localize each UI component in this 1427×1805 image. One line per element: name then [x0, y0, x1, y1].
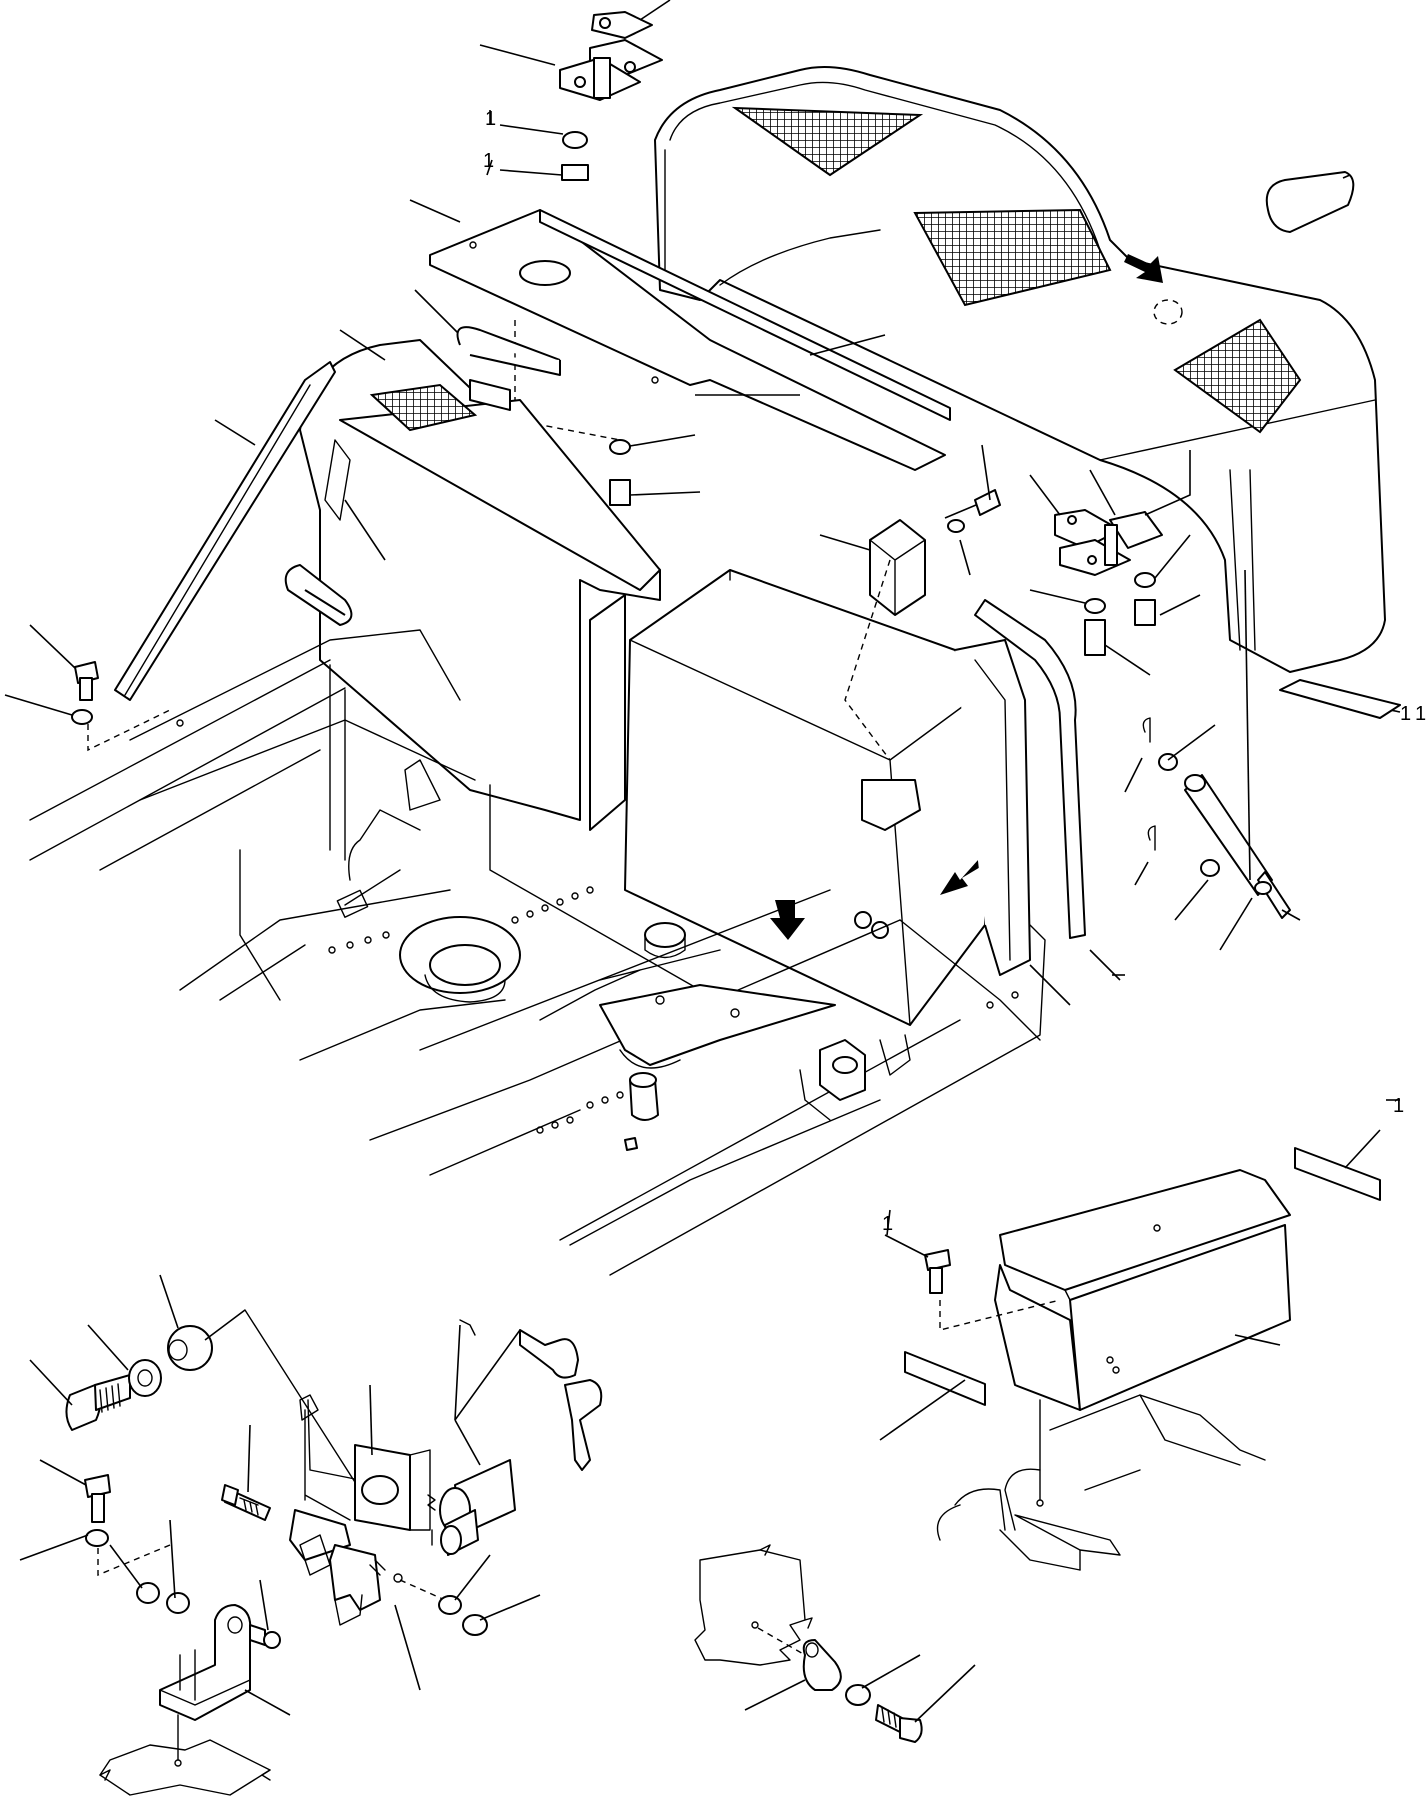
tool-box: [879, 1099, 1400, 1507]
rubber-strip-top: [1294, 1147, 1381, 1201]
lock-block: [819, 444, 1001, 761]
top-hinge-assembly: [479, 0, 671, 181]
direction-arrow-box-side: [940, 860, 982, 895]
label-screw-top-2: 1: [483, 150, 494, 172]
hood-grille-center: [913, 208, 1112, 307]
rubber-clip: [802, 1639, 842, 1691]
latch-plate-detail: [221, 1319, 603, 1691]
frame-holes: [328, 886, 1019, 1134]
key-1: [519, 1329, 579, 1379]
battery-box: [624, 569, 986, 1026]
label-bolt-right: 1: [882, 1213, 893, 1235]
mounting-clip-detail: [694, 1544, 976, 1743]
label-seal-strip-top-right: 1: [1415, 703, 1426, 725]
label-bar-right-top: 1: [1393, 1095, 1404, 1117]
left-seal-strip: [114, 361, 386, 701]
label-screw-top-1: 1: [485, 108, 496, 130]
chassis-frame: [29, 629, 1046, 1276]
buffer-detail: [29, 1274, 361, 1491]
engine-hood: [654, 66, 1386, 673]
rubber-plug-hood: [1265, 171, 1355, 233]
top-bolt: [561, 164, 589, 181]
right-hinge-assembly: [1029, 450, 1201, 676]
label-seal-strip-right: 1: [1400, 703, 1411, 725]
hood-grille-left: [731, 106, 924, 177]
corner-bracket: [954, 599, 1125, 1006]
left-bolt-washer: [4, 624, 184, 752]
hinge-bracket-detail: [19, 1459, 291, 1796]
rubber-strip-left: [904, 1351, 986, 1406]
top-cover-plate: [409, 199, 951, 506]
gas-strut: [1124, 569, 1301, 951]
left-side-panel: [299, 289, 661, 831]
right-frame-bracket: [936, 1394, 1266, 1571]
side-panel-grille: [369, 383, 478, 432]
top-washer: [562, 131, 588, 149]
vertical-seal-strip: [974, 599, 1086, 939]
reference-labels: 1 1 1 1 1 1: [483, 108, 1426, 1235]
hood-grille-right: [1173, 318, 1302, 434]
key-2: [564, 1379, 603, 1471]
direction-arrow-hood: [1124, 254, 1163, 283]
